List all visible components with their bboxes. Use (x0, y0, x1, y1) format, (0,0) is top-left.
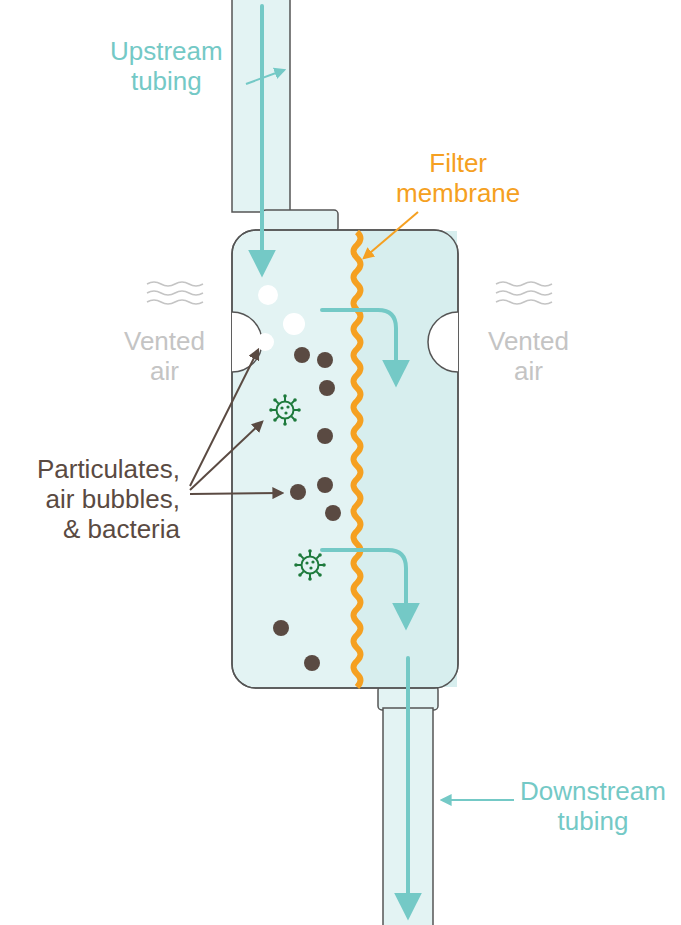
part-label: Particulates, air bubbles, & bacteria (32, 454, 180, 544)
note-label: Vented air (488, 326, 569, 386)
part-label: Filter membrane (396, 148, 520, 208)
part-label: Downstream tubing (520, 776, 666, 836)
note-label: Vented air (124, 326, 205, 386)
filter-membrane (354, 232, 361, 687)
part-label: Upstream tubing (110, 36, 223, 96)
